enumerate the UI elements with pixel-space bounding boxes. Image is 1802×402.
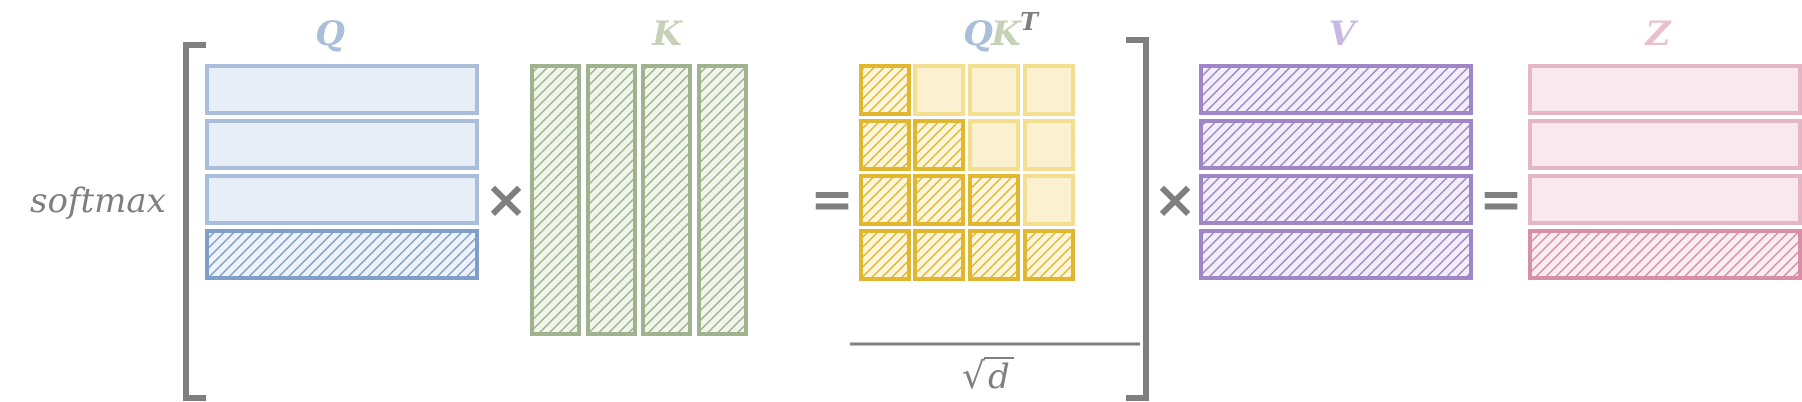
k-column <box>530 64 581 336</box>
qk-cell <box>1023 174 1075 226</box>
qk-cell <box>859 119 911 171</box>
qk-cell <box>913 119 965 171</box>
qk-k-label: K <box>990 14 1022 54</box>
qk-cell <box>968 64 1020 116</box>
sqrt-symbol: √ <box>962 356 985 397</box>
v-row <box>1199 119 1473 170</box>
q-row <box>205 174 479 225</box>
matrix-cells <box>205 64 1802 336</box>
qk-cell <box>913 174 965 226</box>
qk-cell <box>968 119 1020 171</box>
qk-cell <box>913 229 965 281</box>
qk-cell <box>1023 119 1075 171</box>
z-row <box>1528 119 1802 170</box>
q-row <box>205 229 479 280</box>
z-row <box>1528 64 1802 115</box>
z-row <box>1528 174 1802 225</box>
q-row <box>205 64 479 115</box>
k-column <box>641 64 692 336</box>
z-row <box>1528 229 1802 280</box>
equals-operator-1: = <box>810 170 854 230</box>
qk-cell <box>859 174 911 226</box>
k-column <box>697 64 748 336</box>
multiply-operator-1: × <box>484 170 528 230</box>
k-column <box>586 64 637 336</box>
transpose-label: T <box>1020 7 1040 36</box>
qk-cell <box>1023 229 1075 281</box>
v-label: V <box>1329 14 1359 54</box>
v-row <box>1199 64 1473 115</box>
multiply-operator-2: × <box>1153 170 1197 230</box>
qk-cell <box>968 174 1020 226</box>
qk-cell <box>968 229 1020 281</box>
left-bracket <box>183 42 206 401</box>
qk-cell <box>859 64 911 116</box>
softmax-label: softmax <box>30 181 166 221</box>
qk-cell <box>859 229 911 281</box>
k-label: K <box>651 14 683 54</box>
z-label: Z <box>1644 14 1672 54</box>
equals-operator-2: = <box>1479 170 1523 230</box>
qk-cell <box>913 64 965 116</box>
q-label: Q <box>315 14 345 54</box>
q-row <box>205 119 479 170</box>
right-bracket <box>1126 37 1149 401</box>
sqrt-d: d <box>988 357 1010 397</box>
qk-cell <box>1023 64 1075 116</box>
v-row <box>1199 174 1473 225</box>
qk-q-label: Q <box>963 14 993 54</box>
v-row <box>1199 229 1473 280</box>
